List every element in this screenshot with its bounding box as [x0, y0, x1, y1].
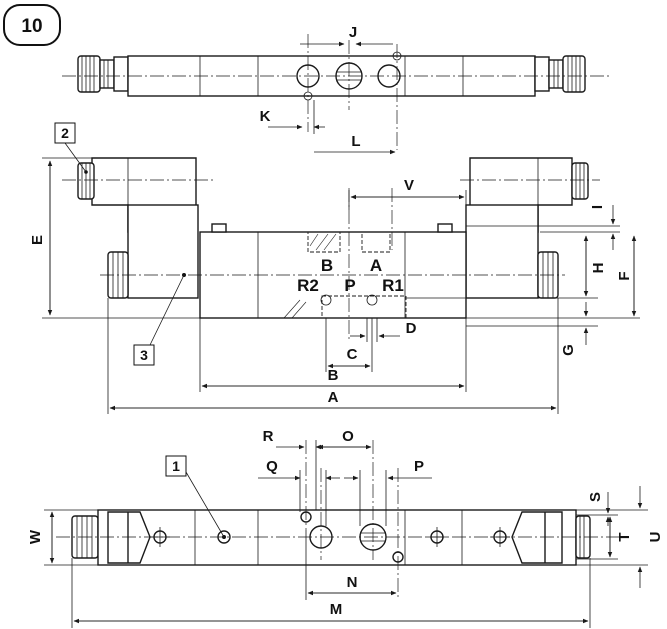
- bottom-view-right-knob: [575, 515, 591, 559]
- dimension-b: B: [199, 318, 467, 392]
- port-label-p: P: [344, 276, 355, 295]
- port-label-b: B: [321, 256, 333, 275]
- dimension-e: E: [29, 157, 200, 319]
- callout-3: 3: [133, 274, 185, 366]
- dim-label-s: S: [587, 492, 604, 502]
- dimension-m: M: [71, 558, 591, 628]
- dimension-i: I: [466, 205, 620, 250]
- figure-number: 10: [21, 16, 42, 37]
- dim-label-e: E: [29, 235, 46, 245]
- figure-number-badge: 10: [3, 4, 61, 46]
- dim-label-p: P: [414, 458, 424, 475]
- dimension-a: A: [107, 298, 559, 414]
- port-label-r2: R2: [297, 276, 319, 295]
- dimension-c: C: [325, 318, 373, 372]
- port-cutaway-a: [361, 231, 391, 253]
- left-solenoid: [77, 157, 199, 299]
- dim-label-d: D: [406, 320, 417, 337]
- port-cutaway-bottom: [283, 294, 407, 319]
- dim-label-v: V: [404, 177, 414, 194]
- callout-2: 2: [54, 122, 88, 174]
- port-cutaway-b: [307, 231, 341, 253]
- callout-1: 1: [165, 455, 225, 538]
- dim-label-r: R: [263, 428, 274, 445]
- dimension-p: P: [344, 458, 432, 526]
- dimension-f: F: [466, 235, 640, 319]
- dimension-h: H: [405, 235, 607, 299]
- dim-label-o: O: [342, 428, 354, 445]
- dim-label-w: W: [27, 529, 44, 544]
- dim-label-u: U: [647, 532, 664, 543]
- dim-label-g: G: [560, 344, 577, 356]
- dimension-t: T: [576, 516, 633, 560]
- callout-2-label: 2: [61, 125, 69, 141]
- bottom-view-body: [97, 509, 577, 566]
- callout-3-label: 3: [140, 347, 148, 363]
- dim-label-j: J: [349, 24, 357, 41]
- dimension-j: J: [300, 24, 393, 47]
- dimension-d: D: [350, 318, 417, 342]
- dim-label-t: T: [616, 532, 633, 541]
- dimension-g: G: [466, 302, 598, 356]
- dimension-w: W: [27, 509, 100, 566]
- callout-1-label: 1: [172, 458, 180, 474]
- dim-label-q: Q: [266, 458, 278, 475]
- dim-label-i: I: [589, 205, 606, 209]
- dimension-o: O: [317, 428, 372, 450]
- dim-label-m: M: [330, 601, 343, 618]
- dim-label-f: F: [616, 271, 633, 280]
- dimension-k: K: [260, 100, 325, 134]
- dim-label-b: B: [328, 367, 339, 384]
- top-view-left-knob: [77, 55, 129, 93]
- dim-label-a: A: [328, 389, 339, 406]
- dim-label-h: H: [590, 263, 607, 274]
- dim-label-n: N: [347, 574, 358, 591]
- top-view-right-knob: [534, 55, 586, 93]
- dimension-u: U: [576, 486, 664, 588]
- port-label-r1: R1: [382, 276, 404, 295]
- dim-label-k: K: [260, 108, 271, 125]
- dimension-v: V: [348, 177, 467, 226]
- dimension-q: Q: [258, 458, 340, 526]
- dimension-l: L: [314, 133, 396, 155]
- dim-label-c: C: [347, 346, 358, 363]
- right-solenoid: [465, 157, 589, 299]
- port-label-a: A: [370, 256, 382, 275]
- dimension-n: N: [305, 530, 397, 600]
- top-view: J K L: [62, 24, 610, 155]
- dim-label-l: L: [351, 133, 360, 150]
- front-view: B A R2 P R1 2 3 V: [29, 122, 640, 414]
- bottom-view: 1 R O Q P: [27, 428, 664, 628]
